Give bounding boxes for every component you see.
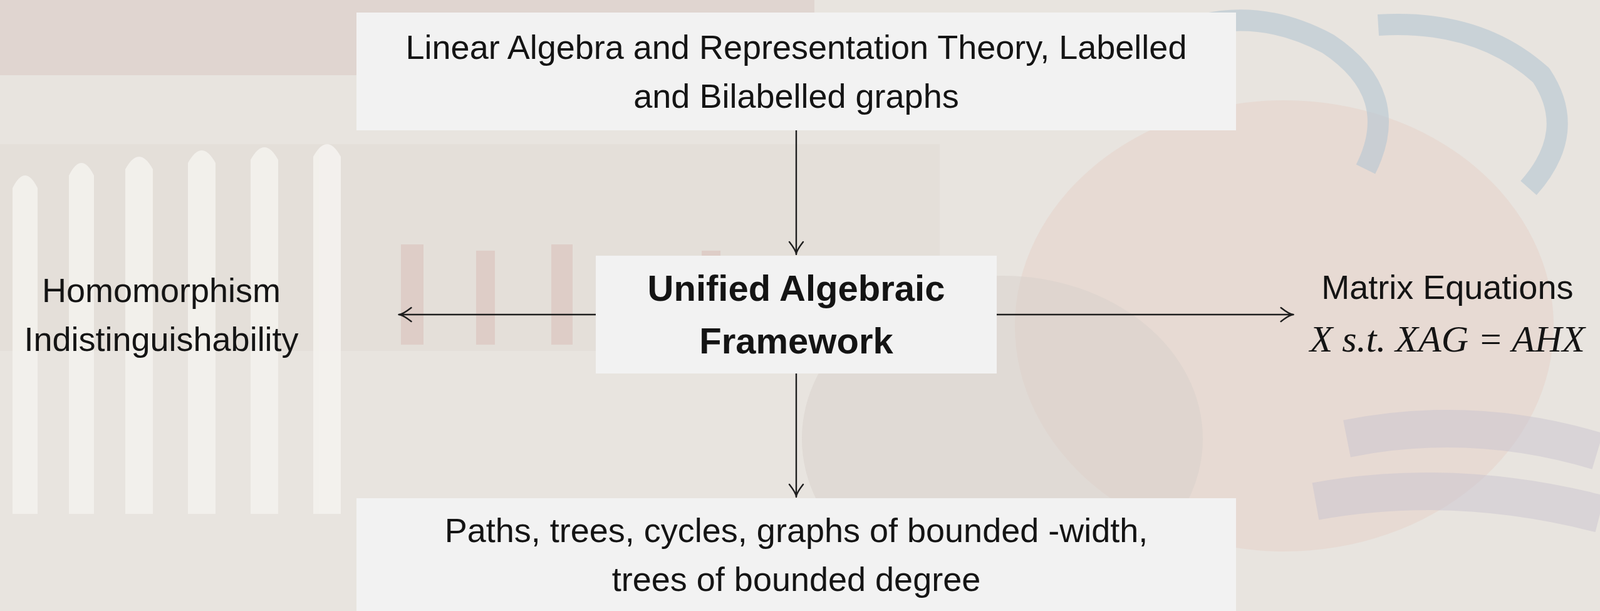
connector-line	[789, 130, 804, 255]
result-text: Homomorphism Indistinguishability	[0, 259, 397, 371]
node-label: Unified Algebraic Framework	[602, 261, 991, 368]
connector-line	[789, 373, 804, 497]
framework-box: Unified Algebraic Framework	[595, 255, 997, 374]
source-box: Linear Algebra and Representation Theory…	[356, 12, 1237, 131]
result-text: Matrix EquationsX s.t. XAG = AHX	[1296, 256, 1592, 373]
connector-line	[399, 307, 597, 322]
application-box: Paths, trees, cycles, graphs of bounded …	[356, 498, 1237, 611]
background-stripes	[1346, 428, 1598, 452]
connector-arrow	[996, 307, 1294, 322]
node-label: Paths, trees, cycles, graphs of bounded …	[426, 505, 1166, 604]
node-label: Linear Algebra and Representation Theory…	[401, 22, 1191, 121]
equation-text: X s.t. XAG = AHX	[1309, 311, 1585, 367]
connector-line	[996, 307, 1294, 322]
background-stripes	[1315, 491, 1600, 514]
connector-arrow	[399, 307, 597, 322]
connector-arrow	[789, 130, 804, 255]
background-glasses	[1378, 24, 1558, 188]
node-label: Homomorphism Indistinguishability	[0, 265, 338, 364]
node-label: Matrix Equations	[1321, 262, 1574, 312]
connector-arrow	[789, 373, 804, 497]
